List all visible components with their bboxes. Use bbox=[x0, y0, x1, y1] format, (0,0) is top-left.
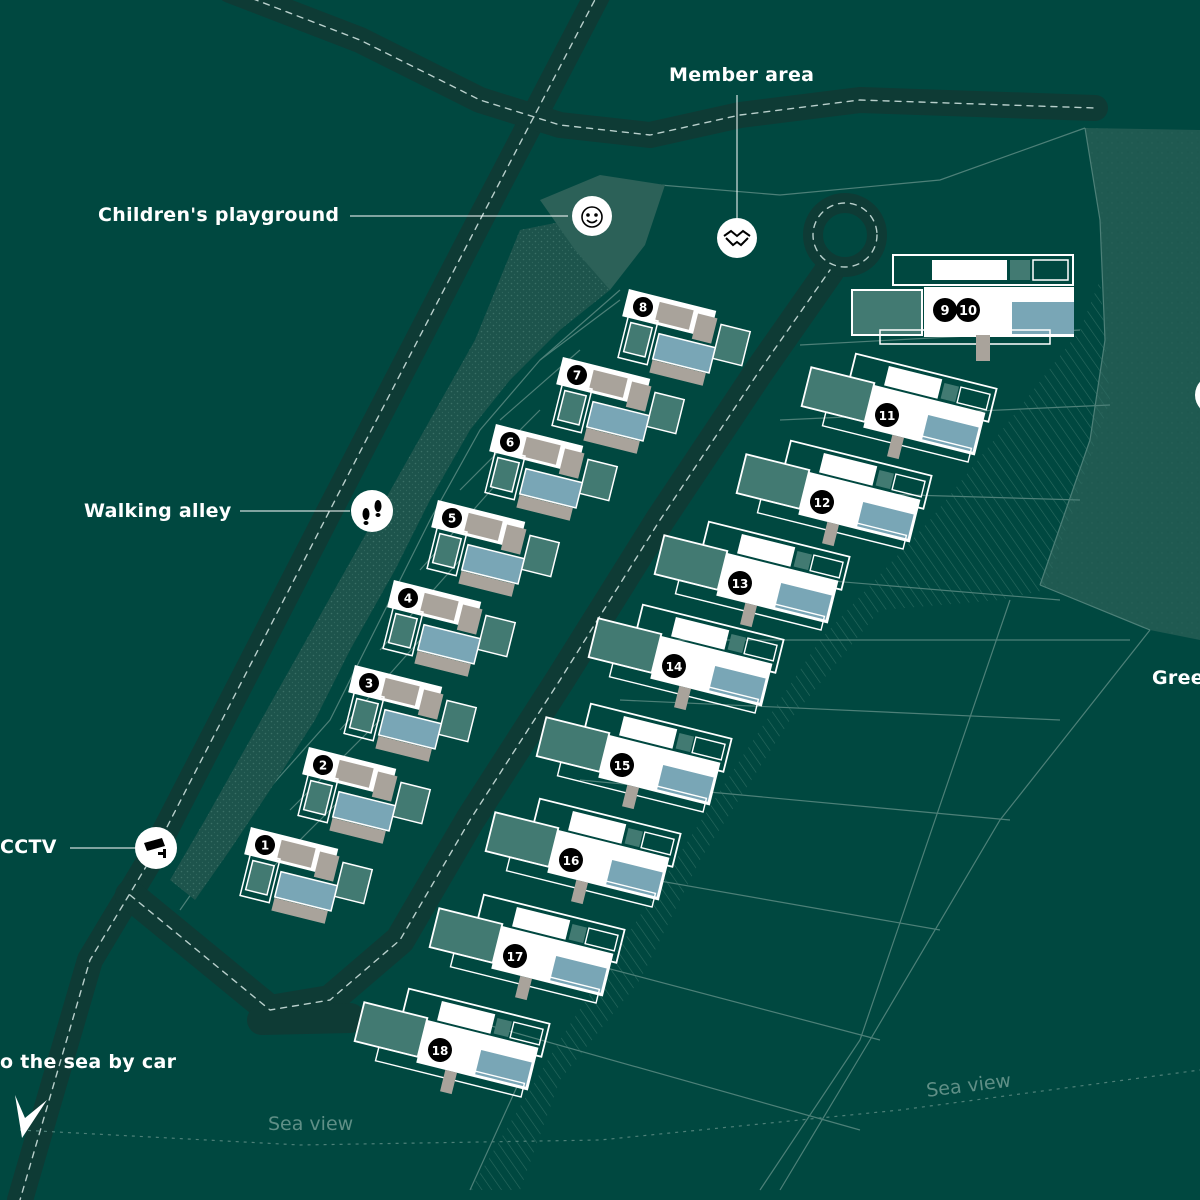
green-zone-texture bbox=[1040, 128, 1200, 640]
villa-13[interactable]: 13 bbox=[648, 512, 851, 646]
villa-14-number: 14 bbox=[666, 660, 683, 674]
walking-alley-marker[interactable] bbox=[240, 490, 393, 532]
villa-1-marker bbox=[255, 835, 275, 855]
villa-2[interactable]: 2 bbox=[291, 747, 434, 852]
villa-7-marker bbox=[567, 365, 587, 385]
villa-11-number: 11 bbox=[879, 409, 896, 423]
footprints-icon bbox=[362, 500, 382, 525]
villa-2-marker bbox=[313, 755, 333, 775]
member-area-label: Member area bbox=[669, 64, 815, 86]
arrow-down-left-icon bbox=[15, 1095, 47, 1138]
villa-18-number: 18 bbox=[432, 1044, 449, 1058]
villa-12-number: 12 bbox=[814, 496, 831, 510]
villa-1[interactable]: 1 bbox=[233, 827, 376, 932]
villa-15[interactable]: 15 bbox=[530, 694, 733, 828]
villa-16[interactable]: 16 bbox=[479, 789, 682, 923]
childrens-playground-label: Children's playground bbox=[98, 204, 340, 226]
sea-by-car-label: o the sea by car bbox=[0, 1051, 177, 1073]
walking-alley-texture bbox=[170, 220, 610, 900]
villa-5[interactable]: 5 bbox=[420, 500, 563, 605]
villa-8[interactable]: 8 bbox=[611, 289, 754, 394]
villas-left-row: 1 2 3 4 5 6 7 8 bbox=[233, 289, 754, 932]
cctv-label: CCTV bbox=[0, 836, 57, 858]
hatched-slope bbox=[470, 280, 1110, 1190]
member-area-marker[interactable] bbox=[717, 95, 757, 258]
cctv-marker[interactable] bbox=[70, 827, 177, 869]
villa-16-number: 16 bbox=[563, 854, 580, 868]
villa-4-marker bbox=[398, 588, 418, 608]
villa-14-marker bbox=[662, 654, 686, 678]
villa-5-marker bbox=[442, 508, 462, 528]
villa-7-number: 7 bbox=[573, 369, 581, 383]
handshake-icon bbox=[723, 229, 751, 247]
villa-10-number: 10 bbox=[959, 304, 977, 319]
villa-11-marker bbox=[875, 403, 899, 427]
coastline bbox=[19, 1069, 1200, 1146]
childrens-playground-marker[interactable] bbox=[350, 196, 612, 236]
villa-9-marker bbox=[933, 298, 957, 322]
villa-12-marker bbox=[810, 490, 834, 514]
villa-13-number: 13 bbox=[732, 577, 749, 591]
villa-15-number: 15 bbox=[614, 759, 631, 773]
villa-18[interactable]: 18 bbox=[348, 979, 551, 1113]
child-face-icon bbox=[581, 206, 603, 228]
villa-18-marker bbox=[428, 1038, 452, 1062]
villa-3-marker bbox=[359, 673, 379, 693]
villa-8-marker bbox=[633, 297, 653, 317]
villa-4[interactable]: 4 bbox=[376, 580, 519, 685]
villa-3-number: 3 bbox=[365, 677, 373, 691]
villas-right-row: 11 12 13 14 15 16 17 18 bbox=[348, 344, 998, 1113]
villa-2-number: 2 bbox=[319, 759, 327, 773]
villa-1-number: 1 bbox=[261, 839, 269, 853]
villa-10-marker bbox=[956, 298, 980, 322]
villa-16-marker bbox=[559, 848, 583, 872]
green-zone-label: Gree bbox=[1152, 667, 1200, 689]
villa-7[interactable]: 7 bbox=[545, 357, 688, 462]
security-camera-icon bbox=[144, 838, 166, 858]
villa-13-marker bbox=[728, 571, 752, 595]
villa-17-number: 17 bbox=[507, 950, 524, 964]
villa-5-number: 5 bbox=[448, 512, 456, 526]
green-zone-marker bbox=[1195, 381, 1200, 409]
villa-6-number: 6 bbox=[506, 436, 514, 450]
villa-6[interactable]: 6 bbox=[478, 424, 621, 529]
villa-15-marker bbox=[610, 753, 634, 777]
villa-17-marker bbox=[503, 944, 527, 968]
villa-8-number: 8 bbox=[639, 301, 647, 315]
walking-alley-label: Walking alley bbox=[84, 500, 232, 522]
villa-12[interactable]: 12 bbox=[730, 431, 933, 565]
villa-4-number: 4 bbox=[404, 592, 412, 606]
sea-view-label-left: Sea view bbox=[268, 1113, 354, 1135]
villa-11[interactable]: 11 bbox=[795, 344, 998, 478]
villa-9-number: 9 bbox=[940, 304, 949, 319]
villa-14[interactable]: 14 bbox=[582, 595, 785, 729]
villa-17[interactable]: 17 bbox=[423, 885, 626, 1019]
villa-3[interactable]: 3 bbox=[337, 665, 480, 770]
villa-9-10[interactable]: 9 10 bbox=[851, 254, 1074, 361]
roads bbox=[7, 0, 1108, 1200]
villa-6-marker bbox=[500, 432, 520, 452]
